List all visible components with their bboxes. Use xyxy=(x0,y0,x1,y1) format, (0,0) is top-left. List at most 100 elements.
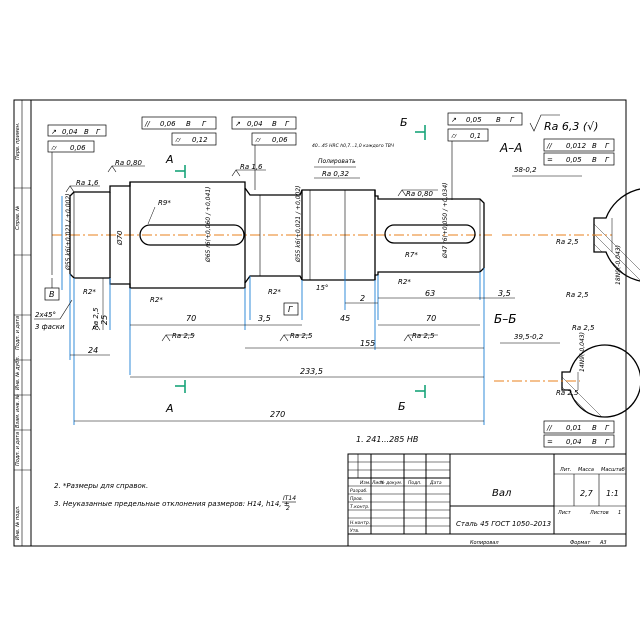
tol-11-ref2: Г xyxy=(605,424,610,432)
tb-list: Лист xyxy=(371,480,384,486)
section-b-dim-39-5: 39,5-0,2 xyxy=(514,333,544,341)
chamfer-label: 2x45° xyxy=(35,311,56,319)
tb-format: Формат xyxy=(570,540,591,546)
datum-g: Г xyxy=(288,305,293,314)
tol-4-val: 0,12 xyxy=(192,136,208,144)
tb-role-tkontr: Т.контр. xyxy=(350,504,370,510)
diameter-47: Ø47 r6(+0,050 / +0,034) xyxy=(442,183,449,259)
tech-req-2-den: 2 xyxy=(286,505,290,512)
part-material: Сталь 45 ГОСТ 1050–2013 xyxy=(456,520,551,528)
tol-10-val: 0,05 xyxy=(566,156,582,164)
frame-label-1: Перв. примен. xyxy=(15,122,21,160)
radius-labels: R9* R2* R2* R2* R7* R2* 15° xyxy=(83,199,418,304)
ra-7: Ra 2,5 xyxy=(412,332,435,340)
general-roughness-text: Ra 6,3 (√) xyxy=(544,120,598,133)
tb-sheets: Листов xyxy=(589,510,609,516)
tol-7-val: 0,05 xyxy=(466,116,482,124)
tol-6-val: 0,06 xyxy=(272,136,288,144)
ra-3: Ra 1,6 xyxy=(240,163,263,171)
frame-label-4: Инв. № дубл. xyxy=(15,356,21,390)
frame-label-6: Подп. и дата xyxy=(15,432,21,466)
left-margin-stamp: Перв. примен. Справ. № Подп. и дата Инв.… xyxy=(14,100,31,546)
tol-12-val: 0,04 xyxy=(566,438,582,446)
tol-5-ref2: Г xyxy=(285,120,290,128)
frame-label-7: Инв. № подл. xyxy=(15,506,21,541)
view-mark-a-top: А xyxy=(165,153,174,166)
tol-11-sym: // xyxy=(546,424,552,432)
radius-r2-2: R2* xyxy=(150,296,163,304)
tb-copied: Копировал xyxy=(470,540,499,546)
angle-15: 15° xyxy=(316,284,328,292)
title-block: Изм. Лист № докум. Подп. Дата Разраб. Пр… xyxy=(347,453,627,547)
ra-11: Ra 2,5 xyxy=(572,324,595,332)
dim-3-5-right: 3,5 xyxy=(498,289,511,298)
view-mark-b-top: Б xyxy=(400,116,408,129)
frame-label-3: Подп. и дата xyxy=(15,316,21,350)
tol-8-val: 0,1 xyxy=(470,132,481,140)
tol-3-ref2: Г xyxy=(202,120,207,128)
tol-8-sym: ⌭ xyxy=(451,132,457,140)
ra-12: Ra 2,5 xyxy=(556,389,579,397)
section-b-dim-14: 14N9(-0,043) xyxy=(579,332,586,372)
tol-9-sym: // xyxy=(546,142,552,150)
dim-155: 155 xyxy=(360,339,375,348)
tol-2-val: 0,06 xyxy=(70,144,86,152)
tb-col-mass: Масса xyxy=(578,467,594,473)
view-mark-a-bottom: А xyxy=(165,402,174,415)
general-roughness: Ra 6,3 (√) xyxy=(529,114,598,133)
view-mark-b-bottom: Б xyxy=(398,400,406,413)
tol-11-ref1: В xyxy=(592,424,597,432)
tol-1-sym: ↗ xyxy=(51,128,57,136)
diameter-55-mid: Ø55 k6(+0,021 / +0,002) xyxy=(295,186,302,263)
dimension-lines: 70 3,5 45 70 2 63 3,5 24 155 233,5 270 2… xyxy=(70,278,515,422)
hardness-note: 1. 241...285 HB xyxy=(356,435,418,444)
tol-12-sym: = xyxy=(547,438,553,446)
diameter-70: Ø70 xyxy=(116,230,124,246)
tol-5-sym: ↗ xyxy=(235,120,241,128)
tol-9-ref1: В xyxy=(592,142,597,150)
tol-3-ref1: В xyxy=(186,120,191,128)
dim-2-5: 25 xyxy=(100,315,109,325)
ra-10: Ra 2,5 xyxy=(566,291,589,299)
tb-izm: Изм. xyxy=(360,480,371,486)
ra-2: Ra 0,80 xyxy=(115,159,143,167)
datum-g-box xyxy=(283,302,299,316)
tol-1-ref2: Г xyxy=(96,128,101,136)
tol-5-ref1: В xyxy=(272,120,277,128)
diameter-65: Ø65 r6(+0,060 / +0,041) xyxy=(205,187,212,263)
ra-1: Ra 1,6 xyxy=(76,179,99,187)
ra-6: Ra 2,5 xyxy=(290,332,313,340)
section-b-b: Б–Б 39,5-0,2 14N9(-0,043) xyxy=(494,312,640,418)
tb-role-prov: Пров. xyxy=(350,496,363,502)
tol-12-ref2: Г xyxy=(605,438,610,446)
tb-data: Дата xyxy=(429,480,442,486)
tb-ndok: № докум. xyxy=(379,480,402,486)
tech-req-2-num: IT14 xyxy=(283,495,296,502)
dim-233-5: 233,5 xyxy=(300,367,323,376)
radius-r9: R9* xyxy=(158,199,171,207)
polish-roughness: Ra 0,32 xyxy=(322,170,350,178)
tol-7-ref2: Г xyxy=(510,116,515,124)
inner-border xyxy=(30,99,627,547)
dim-70b: 70 xyxy=(426,314,436,323)
tb-role-utv: Утв. xyxy=(350,528,359,534)
section-marks: А А Б Б xyxy=(165,116,426,415)
tb-mass: 2,7 xyxy=(580,489,594,498)
section-a-label: А–А xyxy=(499,141,522,155)
tol-4-sym: ⌭ xyxy=(175,136,181,144)
ra-4: Ra 0,80 xyxy=(406,190,434,198)
extension-lines xyxy=(61,196,485,425)
section-a-a: А–А 58-0,2 18N9(-0,043) xyxy=(499,141,640,285)
tech-req-1: 2. *Размеры для справок. xyxy=(54,482,148,490)
tol-9-ref2: Г xyxy=(605,142,610,150)
tol-11-val: 0,01 xyxy=(566,424,582,432)
tb-role-razrab: Разраб. xyxy=(350,488,368,494)
frame-label-5: Взам. инв. № xyxy=(15,394,21,428)
tb-role-nkontr: Н.контр. xyxy=(350,520,370,526)
ra-9: Ra 2,5 xyxy=(556,238,579,246)
dim-270: 270 xyxy=(270,410,285,419)
tb-sheet: Лист xyxy=(557,510,572,516)
diameter-labels: Ø55 k6(+0,021 / +0,002) Ø70 Ø65 r6(+0,06… xyxy=(65,183,449,271)
